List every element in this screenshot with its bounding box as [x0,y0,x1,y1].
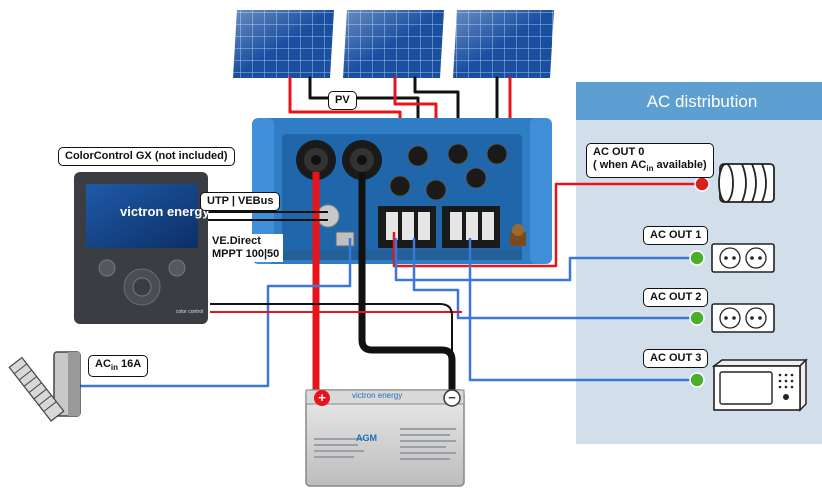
rj45-port [335,231,355,247]
vedirect-label: VE.Direct MPPT 100|50 [208,234,284,262]
ground-stud [510,224,526,246]
battery-positive-terminal [314,390,330,406]
dc-connector-right [342,140,382,180]
battery-plus-sign: + [318,390,326,405]
ac-out0-line1: AC OUT 0 [593,146,645,158]
ac-out1-label: AC OUT 1 [643,226,709,245]
ac-in-subscript: in [110,363,118,373]
ac-in-label: ACin 16A [88,355,149,378]
utp-vebus-label: UTP | VEBus [200,192,281,211]
ac-out3-indicator [689,372,705,388]
vedirect-cable-black [210,303,453,362]
solar-panel-1 [233,10,334,78]
vedirect-label-line2: MPPT 100|50 [212,248,280,260]
ac-out0-line2-prefix: ( when AC [593,159,647,171]
ac-distribution-title: AC distribution [646,92,758,111]
ac-out0-label: AC OUT 0 ( when ACin available) [586,143,714,179]
colorcontrol-label: ColorControl GX (not included) [58,147,235,166]
battery-negative-terminal [443,389,461,407]
ac-out2-label: AC OUT 2 [643,288,709,307]
ac-out2-indicator [689,310,705,326]
ac-in-wire [78,238,352,388]
pv-label: PV [328,91,357,110]
ac-out0-line2-subscript: in [646,164,654,174]
solar-panel-2 [343,10,444,78]
colorcontrol-gx-device [74,172,208,324]
gx-brand-logo: victron energy [120,204,210,219]
microwave-icon [711,358,808,412]
battery-brand: victron energy [352,391,403,400]
ac-out3-wire [468,238,695,382]
ac-out0-line2-suffix: available) [653,159,707,171]
battery [305,389,465,487]
ac-in-prefix: AC [95,358,111,370]
socket-strip-icon-2 [711,303,775,333]
battery-minus-sign: − [448,390,456,405]
dc-connector-left [296,140,336,180]
ac-out0-wire [392,182,700,268]
gx-footer-text: color control [176,309,204,315]
ac-distribution-header [576,82,822,120]
socket-strip-icon-1 [711,243,775,273]
shore-plug-icon [8,351,81,422]
ac-out1-indicator [689,250,705,266]
solar-panel-3 [453,10,554,78]
ac-out3-label: AC OUT 3 [643,349,709,368]
ac-out0-indicator [694,176,710,192]
ac-out1-wire [394,238,695,282]
cable-gland [316,204,340,228]
ac-out0-line2: ( when ACin available) [593,159,707,175]
ac-in-suffix: 16A [118,358,142,370]
ac-out2-wire [412,238,695,320]
pv-connectors [389,143,508,201]
cable-reel-icon [718,163,775,203]
battery-model: AGM [356,433,377,443]
vedirect-label-line1: VE.Direct [212,235,261,247]
